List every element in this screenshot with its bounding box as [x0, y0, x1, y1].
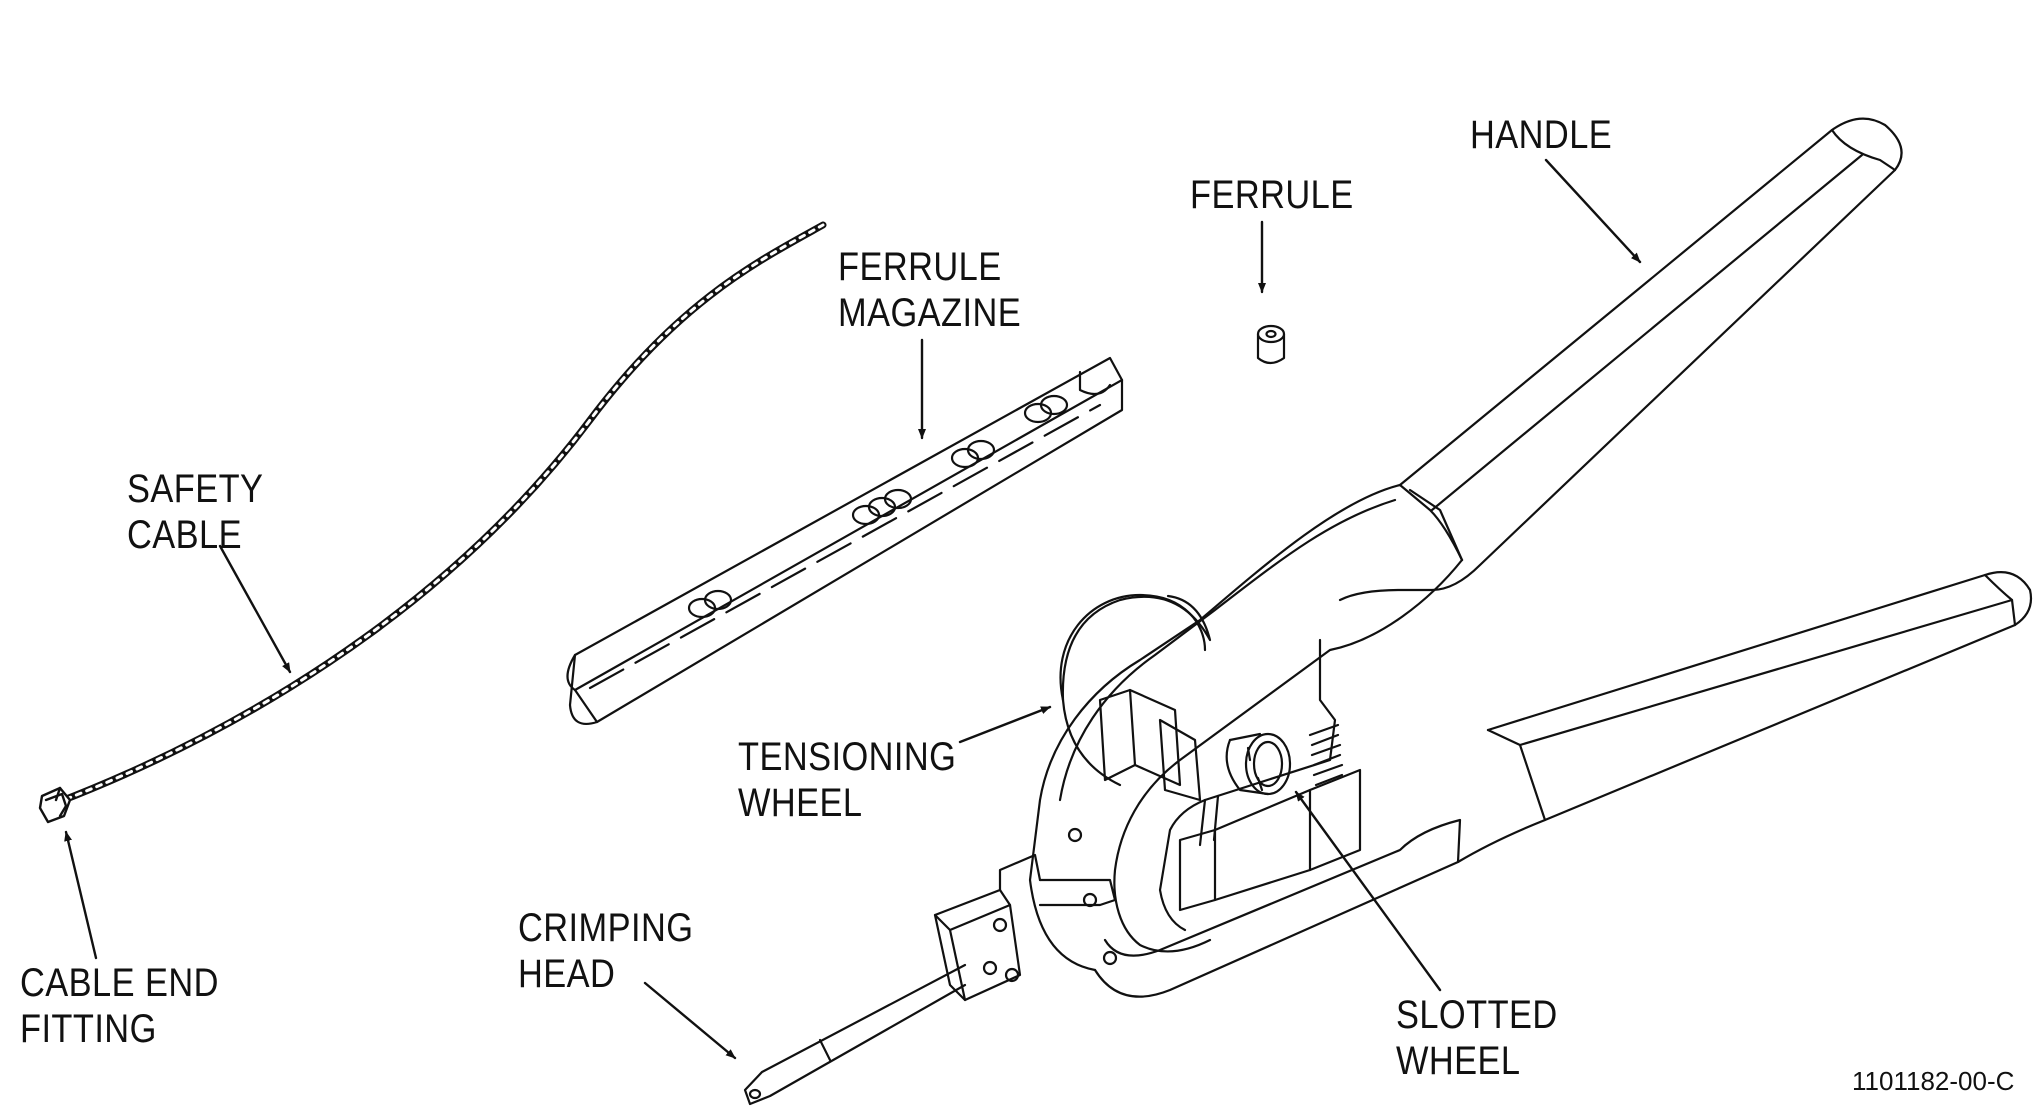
- label-tensioning-wheel-line-2: WHEEL: [738, 781, 863, 825]
- lower-handle-drawing: [1093, 571, 2033, 998]
- label-ferrule-magazine: FERRULE MAGAZINE: [838, 244, 1021, 336]
- label-safety-cable-line-1: SAFETY: [127, 467, 264, 511]
- ferrule-drawing: [1256, 324, 1286, 365]
- leader-lines: [64, 158, 1642, 1060]
- body-plate-drawing: [933, 827, 1118, 1002]
- label-slotted-wheel-line-1: SLOTTED: [1396, 993, 1558, 1037]
- upper-handle-drawing: [1338, 117, 1903, 602]
- label-safety-cable: SAFETY CABLE: [127, 466, 263, 558]
- label-cable-end-fitting: CABLE END FITTING: [20, 960, 219, 1052]
- label-crimping-head-line-1: CRIMPING: [518, 906, 694, 950]
- label-ferrule: FERRULE: [1190, 172, 1354, 218]
- label-ferrule-line-1: FERRULE: [1190, 173, 1354, 217]
- tool-body-drawing: [1028, 483, 1464, 972]
- label-handle: HANDLE: [1470, 112, 1612, 158]
- label-tensioning-wheel-line-1: TENSIONING: [738, 735, 957, 779]
- label-slotted-wheel: SLOTTED WHEEL: [1396, 992, 1558, 1084]
- label-cable-end-fitting-line-1: CABLE END: [20, 961, 219, 1005]
- label-slotted-wheel-line-2: WHEEL: [1396, 1039, 1521, 1083]
- crimping-head-drawing: [743, 963, 967, 1106]
- label-ferrule-magazine-line-2: MAGAZINE: [838, 291, 1022, 335]
- label-ferrule-magazine-line-1: FERRULE: [838, 245, 1002, 289]
- ferrule-magazine-drawing: [566, 356, 1124, 726]
- figure-number: 1101182-00-C: [1852, 1066, 2015, 1096]
- label-crimping-head-line-2: HEAD: [518, 952, 616, 996]
- cable-end-fitting-drawing: [38, 786, 72, 824]
- label-handle-line-1: HANDLE: [1470, 113, 1613, 157]
- label-safety-cable-line-2: CABLE: [127, 513, 242, 557]
- label-cable-end-fitting-line-2: FITTING: [20, 1007, 157, 1051]
- label-tensioning-wheel: TENSIONING WHEEL: [738, 734, 956, 826]
- safety-cable-drawing: [52, 221, 827, 807]
- label-crimping-head: CRIMPING HEAD: [518, 905, 693, 997]
